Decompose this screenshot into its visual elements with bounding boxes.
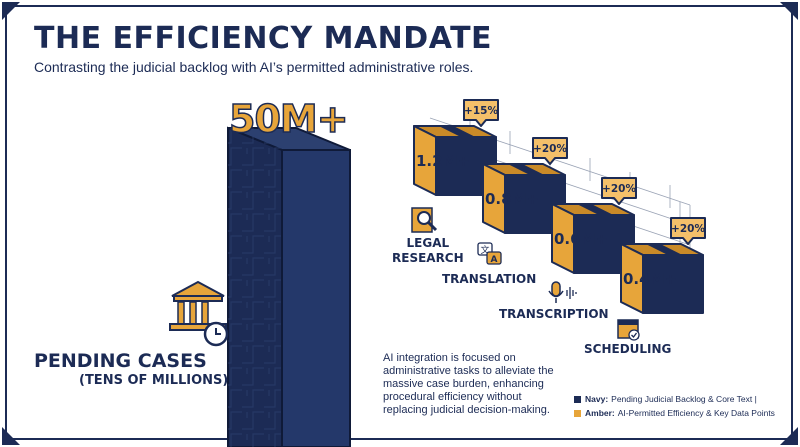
box-value: 0.8M+	[485, 190, 539, 208]
svg-text:文: 文	[480, 244, 489, 256]
legend-item-amber: Amber: AI-Permitted Efficiency & Key Dat…	[574, 406, 775, 420]
task-box: 0.8M+ +20%	[482, 137, 568, 234]
label-line: RESEARCH	[392, 251, 464, 265]
translate-icon: 文 A	[477, 242, 502, 265]
svg-text:A: A	[491, 255, 498, 265]
corner-ornament	[2, 427, 20, 445]
box-label-transcription: TRANSCRIPTION	[499, 307, 609, 321]
box-badge-text: +20%	[602, 183, 636, 195]
page-subtitle: Contrasting the judicial backlog with AI…	[34, 59, 474, 75]
courthouse-clock-icon	[169, 280, 229, 347]
box-badge-text: +20%	[533, 143, 567, 155]
magnifier-book-icon	[411, 207, 438, 233]
legend-swatch	[574, 395, 581, 403]
legend-text: AI-Permitted Efficiency & Key Data Point…	[617, 408, 775, 418]
box-badge	[601, 177, 637, 205]
legend-text: Pending Judicial Backlog & Core Text |	[611, 394, 757, 404]
legend-key: Navy:	[585, 394, 609, 404]
box-label-legal-research: LEGAL RESEARCH	[392, 236, 464, 266]
page-frame	[5, 5, 793, 440]
page-title: THE EFFICIENCY MANDATE	[34, 21, 493, 56]
box-badge-text: +15%	[464, 105, 498, 117]
corner-ornament	[780, 2, 798, 20]
pending-cases-pillar	[227, 126, 351, 447]
pending-cases-title: PENDING CASES	[34, 350, 207, 372]
corner-ornament	[2, 2, 20, 20]
microphone-icon	[548, 281, 577, 303]
box-label-translation: TRANSLATION	[442, 272, 537, 286]
color-legend: Navy: Pending Judicial Backlog & Core Te…	[574, 392, 775, 420]
box-badge	[532, 137, 568, 165]
box-value: 0.6M+	[554, 230, 608, 248]
pillar-value: 50M+	[228, 96, 349, 142]
box-side-face	[642, 254, 704, 314]
pending-cases-unit: (TENS OF MILLIONS)	[79, 373, 229, 388]
box-value: 0.4M+	[623, 270, 677, 288]
legend-swatch	[574, 409, 581, 417]
box-badge	[670, 217, 706, 245]
legend-item-navy: Navy: Pending Judicial Backlog & Core Te…	[574, 392, 775, 406]
task-box: 0.4M+ +20%	[620, 217, 706, 314]
calendar-check-icon	[617, 319, 640, 341]
box-label-scheduling: SCHEDULING	[584, 342, 672, 356]
box-badge-text: +20%	[671, 223, 705, 235]
box-badge	[463, 99, 499, 127]
corner-ornament	[780, 427, 798, 445]
task-boxes: 1.2M+ +15% 0.8M+ +20% 0.6M+ +20% 0.4M+ +20%	[413, 99, 706, 314]
task-box: 1.2M+ +15%	[413, 99, 499, 196]
task-box: 0.6M+ +20%	[551, 177, 637, 274]
pending-cases-label: PENDING CASES (TENS OF MILLIONS)	[34, 350, 228, 390]
legend-key: Amber:	[585, 408, 615, 418]
box-value: 1.2M+	[416, 152, 470, 170]
description-text: AI integration is focused on administrat…	[383, 352, 554, 416]
label-line: LEGAL	[406, 236, 450, 250]
